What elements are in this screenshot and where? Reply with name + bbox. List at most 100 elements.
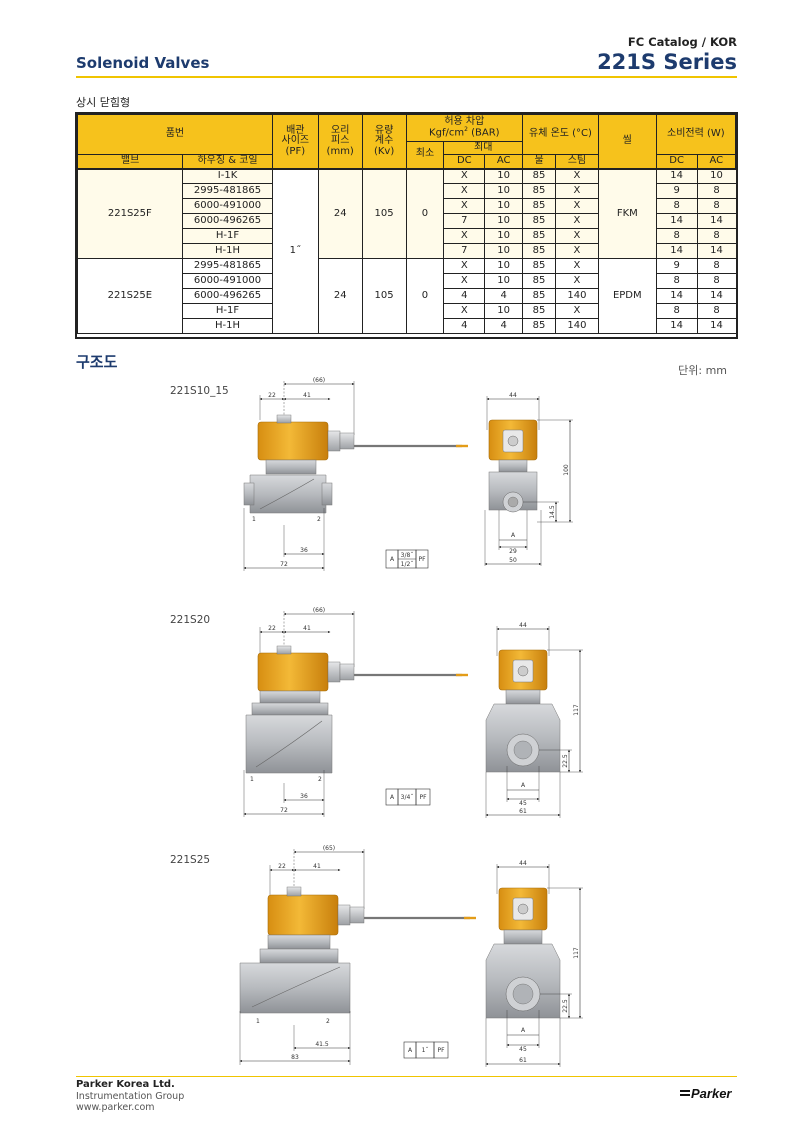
front-view-drawing: (65) 22 41 1 2 41.5 83 [239,845,476,1065]
dim-side-top-label: 44 [509,392,517,399]
dim-b-label: 41 [303,625,311,632]
header-water: 물 [522,154,556,169]
dim-a-width-label: 45 [519,1046,527,1053]
port-a-label: A [408,1047,413,1054]
section-title: 구조도 [76,353,118,371]
steam-cell: X [554,168,599,184]
front-view-drawing: (66) 22 41 1 2 36 72 [243,377,468,571]
dim-a-width-label: 45 [519,800,527,807]
water-cell: 85 [522,168,556,184]
max-ac-cell: 10 [484,168,524,184]
port-size-box: A 3/8˝ 1/2˝ PF [385,549,429,569]
footer-divider [76,1076,737,1077]
header-fluid-temp: 유체 온도 (°C) [522,113,599,155]
header-valve: 밸브 [76,154,184,169]
max-dc-cell: X [443,198,486,214]
table-row: 6000-491000 X 10 85 X 8 8 [77,198,737,214]
power-ac-cell: 10 [696,168,737,184]
port-pf-label: PF [418,556,426,563]
power-dc-cell: 14 [655,318,698,334]
seal-cell: EPDM [597,258,657,334]
max-dc-cell: X [443,303,486,319]
port-pf-label: PF [437,1047,445,1054]
table-row: 221S25F I-1K 1˝ 24 105 0 X 10 85 X FKM 1… [76,168,737,334]
dim-side-total-label: 61 [519,808,527,815]
side-view-drawing: 44 100 14.5 A 29 50 [484,392,573,566]
max-ac-cell: 10 [484,213,524,229]
table-row: 6000-496265 4 4 85 140 14 14 [77,288,737,304]
dim-base-total-label: 83 [291,1054,299,1061]
dim-a-width-label: 29 [509,548,517,555]
table-row: 221S25E 2995-481865 24 105 0 X 10 85 X E… [76,258,737,334]
a-label: A [521,782,526,789]
power-ac-cell: 8 [696,198,737,214]
housing-cell: 6000-496265 [182,288,273,304]
housing-cell: H-1H [182,243,273,259]
dim-base-total-label: 72 [280,807,288,814]
table-row: H-1F X 10 85 X 8 8 [77,228,737,244]
max-dc-cell: 4 [443,318,486,334]
port-value-1: 3/4˝ [401,794,414,801]
port-in-label: 1 [256,1018,260,1025]
dim-height-label: 117 [573,947,580,959]
port-size-box: A 1˝ PF [403,1041,449,1059]
header-housing-coil: 하우징 & 코일 [182,154,273,169]
max-dc-cell: X [443,258,486,274]
footer-website: www.parker.com [76,1102,155,1113]
table-row: 6000-496265 7 10 85 X 14 14 [77,213,737,229]
water-cell: 85 [522,243,556,259]
power-ac-cell: 14 [696,318,737,334]
port-size-cell: 1˝ [271,168,319,334]
port-a-label: A [390,794,395,801]
port-pf-label: PF [419,794,427,801]
port-out-label: 2 [326,1018,330,1025]
front-view-drawing: (66) 22 41 1 2 36 72 [243,607,468,817]
header-seal: 씰 [597,113,657,169]
power-dc-cell: 8 [655,303,698,319]
water-cell: 85 [522,183,556,199]
power-ac-cell: 8 [696,183,737,199]
power-ac-cell: 14 [696,243,737,259]
housing-cell: I-1K [182,168,273,184]
dim-side-top-label: 44 [519,622,527,629]
page-title: 221S Series [597,50,737,74]
water-cell: 85 [522,213,556,229]
series-category: Solenoid Valves [76,54,210,72]
side-view-drawing: 44 117 22.5 A 45 61 [485,860,583,1067]
water-cell: 85 [522,258,556,274]
water-cell: 85 [522,288,556,304]
max-ac-cell: 4 [484,288,524,304]
max-ac-cell: 4 [484,318,524,334]
water-cell: 85 [522,198,556,214]
power-ac-cell: 8 [696,303,737,319]
valve-cell: 221S25E [76,258,184,334]
water-cell: 85 [522,303,556,319]
dim-low-label: 22.5 [562,754,569,768]
steam-cell: X [554,183,599,199]
logo-text: Parker [691,1086,732,1101]
port-size-box: A 3/4˝ PF [385,788,431,806]
dim-side-total-label: 50 [509,557,517,564]
footer-group: Instrumentation Group [76,1091,185,1102]
steam-cell: 140 [554,318,599,334]
port-a-label: A [390,556,395,563]
power-dc-cell: 14 [655,168,698,184]
header-power-dc: DC [655,154,698,169]
max-ac-cell: 10 [484,228,524,244]
port-out-label: 2 [317,516,321,523]
power-dc-cell: 8 [655,228,698,244]
drawing-label: 221S10_15 [170,385,229,397]
steam-cell: 140 [554,288,599,304]
min-cell: 0 [405,258,445,334]
drawing-label: 221S25 [170,854,211,866]
max-dc-cell: X [443,273,486,289]
max-ac-cell: 10 [484,303,524,319]
table-row: H-1F X 10 85 X 8 8 [77,303,737,319]
kv-cell: 105 [361,258,407,334]
max-ac-cell: 10 [484,198,524,214]
port-value-1: 3/8˝ [401,552,414,559]
